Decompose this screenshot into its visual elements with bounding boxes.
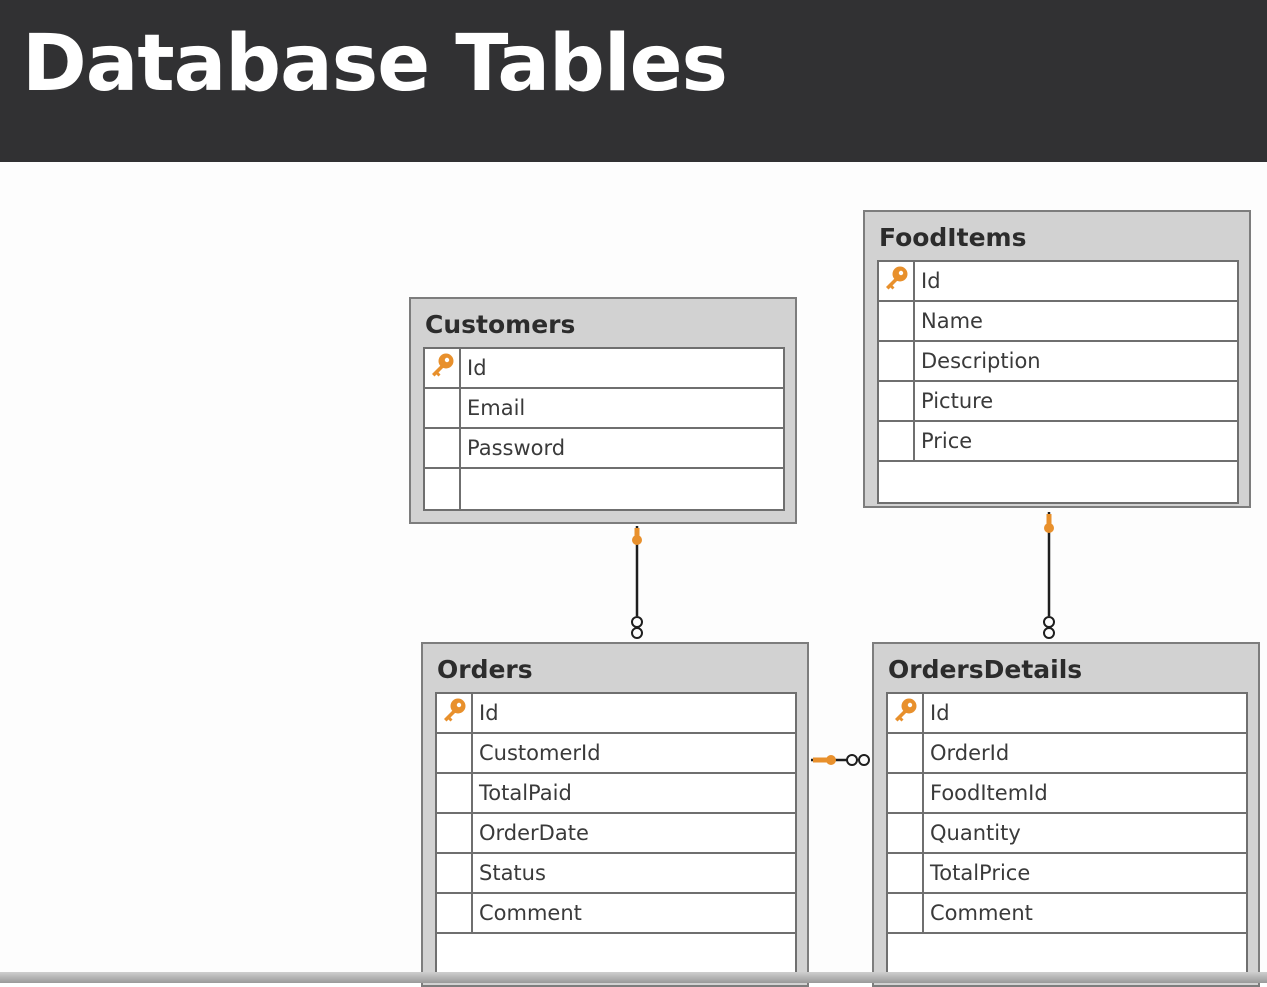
table-orders[interactable]: Orders Id CustomerId TotalPaid OrderDate… xyxy=(421,642,809,987)
column-name: FoodItemId xyxy=(930,781,1048,805)
column-row[interactable]: Id xyxy=(437,694,795,734)
key-cell xyxy=(888,774,924,812)
column-row[interactable]: Quantity xyxy=(888,814,1246,854)
key-cell xyxy=(437,734,473,772)
column-row[interactable]: FoodItemId xyxy=(888,774,1246,814)
many-end-icon xyxy=(1043,616,1055,639)
column-row[interactable]: Price xyxy=(879,422,1237,462)
table-customers[interactable]: Customers Id Email Password xyxy=(409,297,797,524)
column-row[interactable]: TotalPrice xyxy=(888,854,1246,894)
column-row[interactable]: Comment xyxy=(437,894,795,934)
key-cell xyxy=(879,382,915,420)
column-row[interactable]: Comment xyxy=(888,894,1246,934)
column-name: Price xyxy=(921,429,973,453)
table-title: OrdersDetails xyxy=(888,655,1083,684)
column-row[interactable]: TotalPaid xyxy=(437,774,795,814)
key-cell xyxy=(437,894,473,932)
column-row[interactable]: Id xyxy=(888,694,1246,734)
column-row[interactable]: Picture xyxy=(879,382,1237,422)
column-grid: Id Name Description Picture Price xyxy=(877,260,1239,504)
bottom-edge-bar xyxy=(0,972,1267,983)
column-row[interactable]: OrderDate xyxy=(437,814,795,854)
table-title: Orders xyxy=(437,655,533,684)
column-name: OrderDate xyxy=(479,821,589,845)
relationship-fooditems-ordersdetails[interactable] xyxy=(1043,512,1055,639)
column-name: Status xyxy=(479,861,546,885)
column-name: TotalPrice xyxy=(930,861,1031,885)
column-name: Id xyxy=(479,701,499,725)
many-end-icon xyxy=(846,754,870,766)
column-name: Comment xyxy=(930,901,1033,925)
column-row[interactable]: OrderId xyxy=(888,734,1246,774)
key-cell xyxy=(888,734,924,772)
column-row[interactable]: Email xyxy=(425,389,783,429)
primary-key-icon xyxy=(439,696,469,730)
one-end-key-icon xyxy=(1044,514,1054,533)
one-end-key-icon xyxy=(632,528,642,545)
column-name: CustomerId xyxy=(479,741,601,765)
column-name: Email xyxy=(467,396,526,420)
table-title: Customers xyxy=(425,310,576,339)
one-end-key-icon xyxy=(813,755,836,765)
column-row[interactable]: Description xyxy=(879,342,1237,382)
column-name: Quantity xyxy=(930,821,1021,845)
column-name: Picture xyxy=(921,389,994,413)
key-cell xyxy=(425,389,461,427)
title-bar: Database Tables xyxy=(0,0,1267,162)
column-row[interactable]: Status xyxy=(437,854,795,894)
key-cell xyxy=(879,302,915,340)
key-cell xyxy=(888,814,924,852)
primary-key-icon xyxy=(427,351,457,385)
column-name: TotalPaid xyxy=(479,781,572,805)
column-row[interactable]: Id xyxy=(425,349,783,389)
column-name: Id xyxy=(930,701,950,725)
column-grid: Id OrderId FoodItemId Quantity TotalPric… xyxy=(886,692,1248,976)
primary-key-cell xyxy=(437,694,473,732)
key-cell xyxy=(425,469,461,509)
column-row[interactable]: Id xyxy=(879,262,1237,302)
many-end-icon xyxy=(631,616,643,639)
key-cell xyxy=(437,814,473,852)
table-ordersdetails[interactable]: OrdersDetails Id OrderId FoodItemId Quan… xyxy=(872,642,1260,987)
primary-key-cell xyxy=(425,349,461,387)
column-name: Password xyxy=(467,436,566,460)
empty-column-row[interactable] xyxy=(425,469,783,509)
key-cell xyxy=(888,894,924,932)
primary-key-icon xyxy=(881,264,911,298)
column-row[interactable]: Name xyxy=(879,302,1237,342)
table-title: FoodItems xyxy=(879,223,1027,252)
key-cell xyxy=(437,774,473,812)
primary-key-cell xyxy=(888,694,924,732)
key-cell xyxy=(879,342,915,380)
column-grid: Id CustomerId TotalPaid OrderDate Status… xyxy=(435,692,797,976)
relationship-customers-orders[interactable] xyxy=(631,526,643,639)
primary-key-cell xyxy=(879,262,915,300)
page-title: Database Tables xyxy=(22,19,728,109)
table-fooditems[interactable]: FoodItems Id Name Description Picture Pr… xyxy=(863,210,1251,508)
column-row[interactable]: Password xyxy=(425,429,783,469)
key-cell xyxy=(437,854,473,892)
column-name: Name xyxy=(921,309,983,333)
key-cell xyxy=(879,422,915,460)
column-grid: Id Email Password xyxy=(423,347,785,511)
column-name: Id xyxy=(921,269,941,293)
column-name: Comment xyxy=(479,901,582,925)
key-cell xyxy=(888,854,924,892)
primary-key-icon xyxy=(890,696,920,730)
key-cell xyxy=(425,429,461,467)
column-name: OrderId xyxy=(930,741,1010,765)
column-name: Description xyxy=(921,349,1041,373)
relationship-orders-ordersdetails[interactable] xyxy=(811,754,870,766)
column-name: Id xyxy=(467,356,487,380)
column-row[interactable]: CustomerId xyxy=(437,734,795,774)
